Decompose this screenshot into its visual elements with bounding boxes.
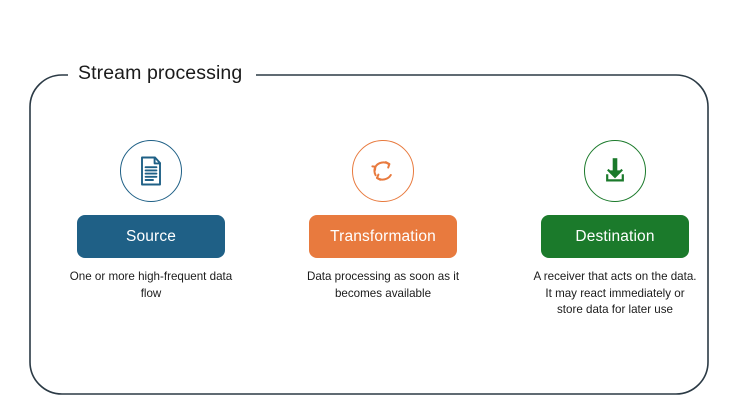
document-icon xyxy=(120,140,182,202)
stage-description-source: One or more high-frequent data flow xyxy=(69,270,233,300)
stage-label-box-destination[interactable]: Destination xyxy=(541,215,689,258)
stage-transformation[interactable]: Transformation Data processing as soon a… xyxy=(295,140,471,302)
stage-label: Source xyxy=(125,227,176,245)
refresh-cycle-icon xyxy=(352,140,414,202)
stage-label: Transformation xyxy=(330,227,436,245)
group-title: Stream processing xyxy=(68,58,253,88)
stage-label: Destination xyxy=(575,227,655,245)
stage-label-box-source[interactable]: Source xyxy=(77,215,225,258)
stage-destination[interactable]: Destination A receiver that acts on the … xyxy=(527,140,703,319)
stage-source[interactable]: Source One or more high-frequent data fl… xyxy=(63,140,239,302)
download-tray-icon xyxy=(584,140,646,202)
stage-description-transformation: Data processing as soon as it becomes av… xyxy=(306,270,460,300)
stage-label-box-transformation[interactable]: Transformation xyxy=(309,215,457,258)
stage-description-destination: A receiver that acts on the data. It may… xyxy=(533,270,697,316)
